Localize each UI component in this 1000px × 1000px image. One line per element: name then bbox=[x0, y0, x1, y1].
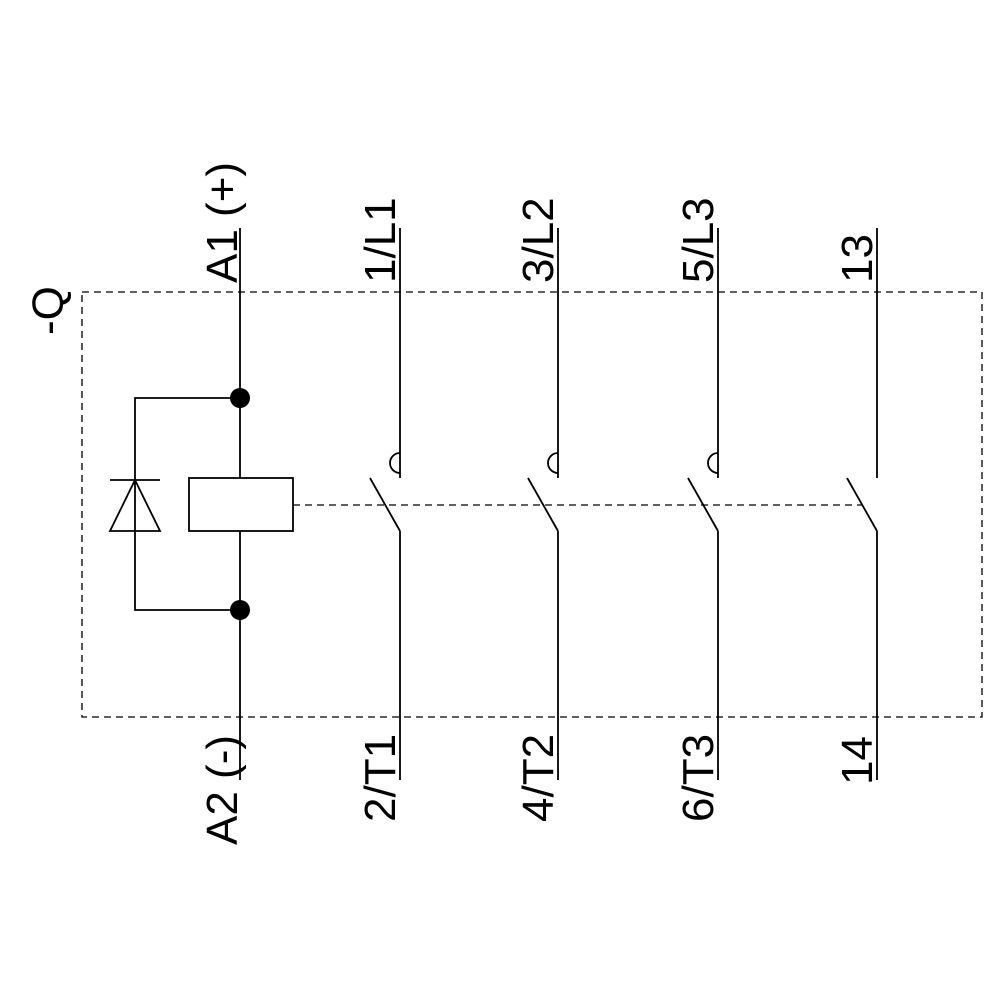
contact-1-top-terminal: 1/L1 bbox=[356, 197, 405, 283]
contact-3-top-terminal: 5/L3 bbox=[674, 197, 723, 283]
contact-blade bbox=[846, 477, 878, 532]
arc-chute-icon bbox=[707, 452, 719, 474]
device-label: -Q bbox=[24, 286, 73, 335]
coil bbox=[188, 477, 294, 532]
aux-contact bbox=[846, 228, 878, 780]
contact-1-bottom-terminal: 2/T1 bbox=[356, 734, 405, 822]
aux-bottom-terminal: 14 bbox=[833, 736, 882, 785]
diode-wire bbox=[134, 397, 240, 611]
aux-top-terminal: 13 bbox=[833, 234, 882, 283]
coil-terminal-top: A1 (+) bbox=[198, 162, 247, 283]
contact-blade bbox=[527, 477, 559, 532]
main-contact-2 bbox=[527, 228, 559, 780]
main-contact-3 bbox=[687, 228, 719, 780]
contact-2-top-terminal: 3/L2 bbox=[514, 197, 563, 283]
arc-chute-icon bbox=[389, 452, 401, 474]
contact-3-bottom-terminal: 6/T3 bbox=[674, 734, 723, 822]
coil-terminal-bottom: A2 (-) bbox=[198, 735, 247, 845]
main-contact-1 bbox=[369, 228, 401, 780]
contact-blade bbox=[369, 477, 401, 532]
arc-chute-icon bbox=[547, 452, 559, 474]
contact-blade bbox=[687, 477, 719, 532]
contact-2-bottom-terminal: 4/T2 bbox=[514, 734, 563, 822]
coil-branch bbox=[108, 228, 294, 780]
device-enclosure bbox=[81, 291, 983, 718]
diode-icon bbox=[108, 477, 162, 532]
